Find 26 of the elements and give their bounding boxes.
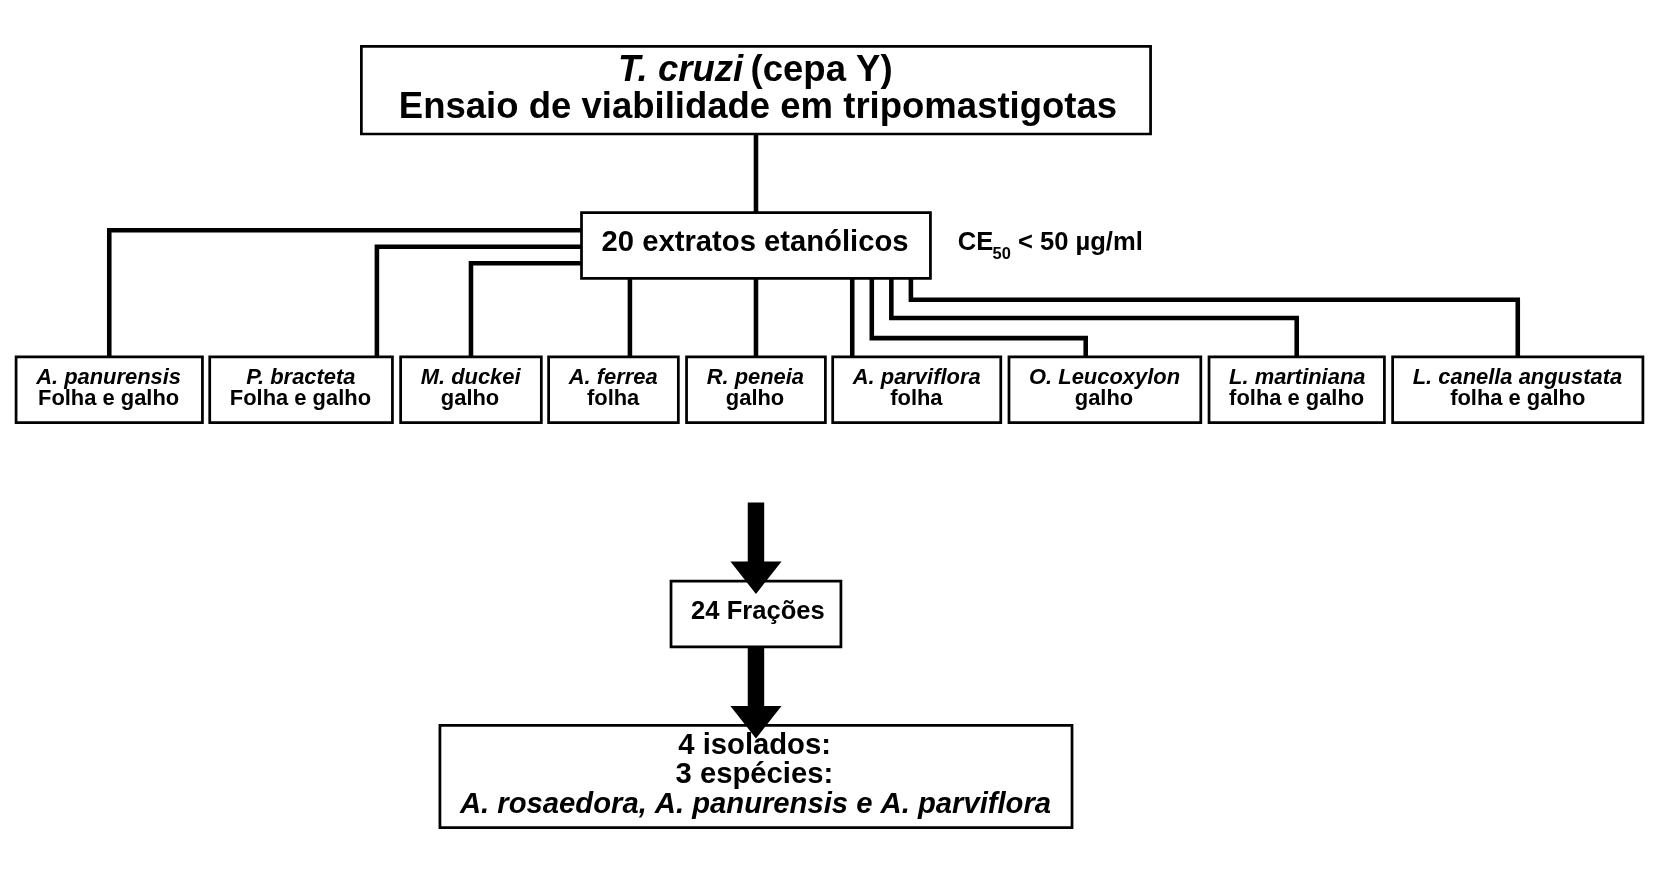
node-box: 20 extratos etanólicos — [580, 210, 932, 280]
node-box: L. martiniana folha e galho — [1207, 355, 1386, 424]
node-box: O. Leucoxylon galho — [1007, 355, 1203, 424]
node-box: 24 Frações — [669, 579, 843, 648]
node-box: A. ferrea folha — [547, 355, 680, 424]
node-box: A. parviflora folha — [831, 355, 1003, 424]
connector — [908, 278, 1521, 357]
arrow — [730, 502, 782, 594]
connector — [753, 133, 759, 212]
node-box: P. bracteta Folha e galho — [208, 355, 394, 424]
connector — [627, 278, 633, 356]
label: CE$_{50}$ < 50 µg/ml — [957, 226, 1143, 262]
connector — [106, 227, 581, 357]
node-box: M. duckei galho — [399, 355, 543, 424]
connector — [753, 278, 759, 356]
connector — [468, 260, 582, 356]
node-box: A. panurensis Folha e galho — [14, 355, 204, 424]
connector — [849, 278, 855, 356]
node-box: T. cruzi (cepa Y) Ensaio de viabilidade em tripomastigotas — [360, 44, 1152, 135]
connector — [374, 243, 582, 357]
node-box: 4 isolados: 3 espécies: A. rosaedora, A. panurensis e A. parviflora — [438, 723, 1074, 829]
node-box: L. canella angustata folha e galho — [1391, 355, 1645, 424]
connector — [889, 277, 1299, 356]
node-box: R. peneia galho — [685, 355, 827, 424]
arrow — [730, 646, 782, 738]
connector — [869, 277, 1088, 357]
